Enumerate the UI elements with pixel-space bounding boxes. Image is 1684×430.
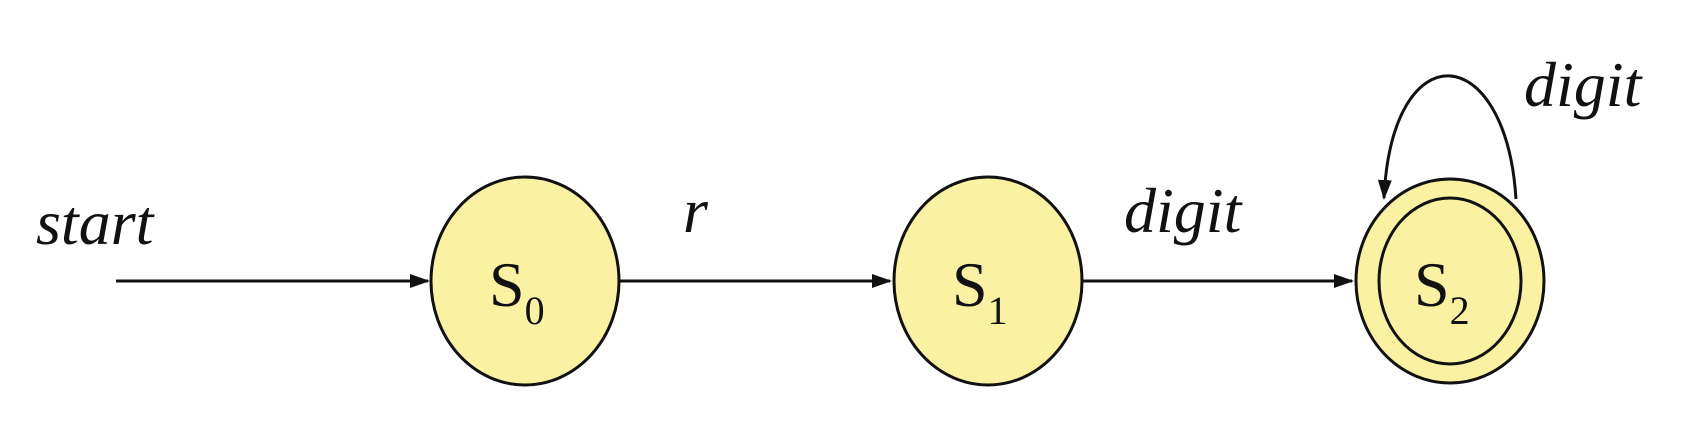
state-s1: S1 xyxy=(892,175,1084,387)
svg-text:S1: S1 xyxy=(952,249,1008,333)
state-s2-subscript: 2 xyxy=(1450,288,1470,333)
state-s0-subscript: 0 xyxy=(525,288,545,333)
state-s1-name: S xyxy=(952,249,988,320)
svg-text:S2: S2 xyxy=(1414,249,1470,333)
self-loop-s2 xyxy=(1377,74,1518,200)
state-s1-circle xyxy=(892,175,1084,387)
state-s0: S0 xyxy=(429,175,621,387)
state-s1-subscript: 1 xyxy=(988,288,1008,333)
transition-s1-s2-label: digit xyxy=(1124,175,1244,246)
transition-s0-s1-label: r xyxy=(683,175,709,246)
self-loop-s2-label: digit xyxy=(1524,49,1644,120)
state-s2: S2 xyxy=(1354,177,1546,385)
state-s0-name: S xyxy=(489,249,525,320)
state-s0-circle xyxy=(429,175,621,387)
state-s2-name: S xyxy=(1414,249,1450,320)
svg-text:S0: S0 xyxy=(489,249,545,333)
state-s2-inner-circle xyxy=(1377,196,1523,366)
start-label: start xyxy=(36,187,156,258)
